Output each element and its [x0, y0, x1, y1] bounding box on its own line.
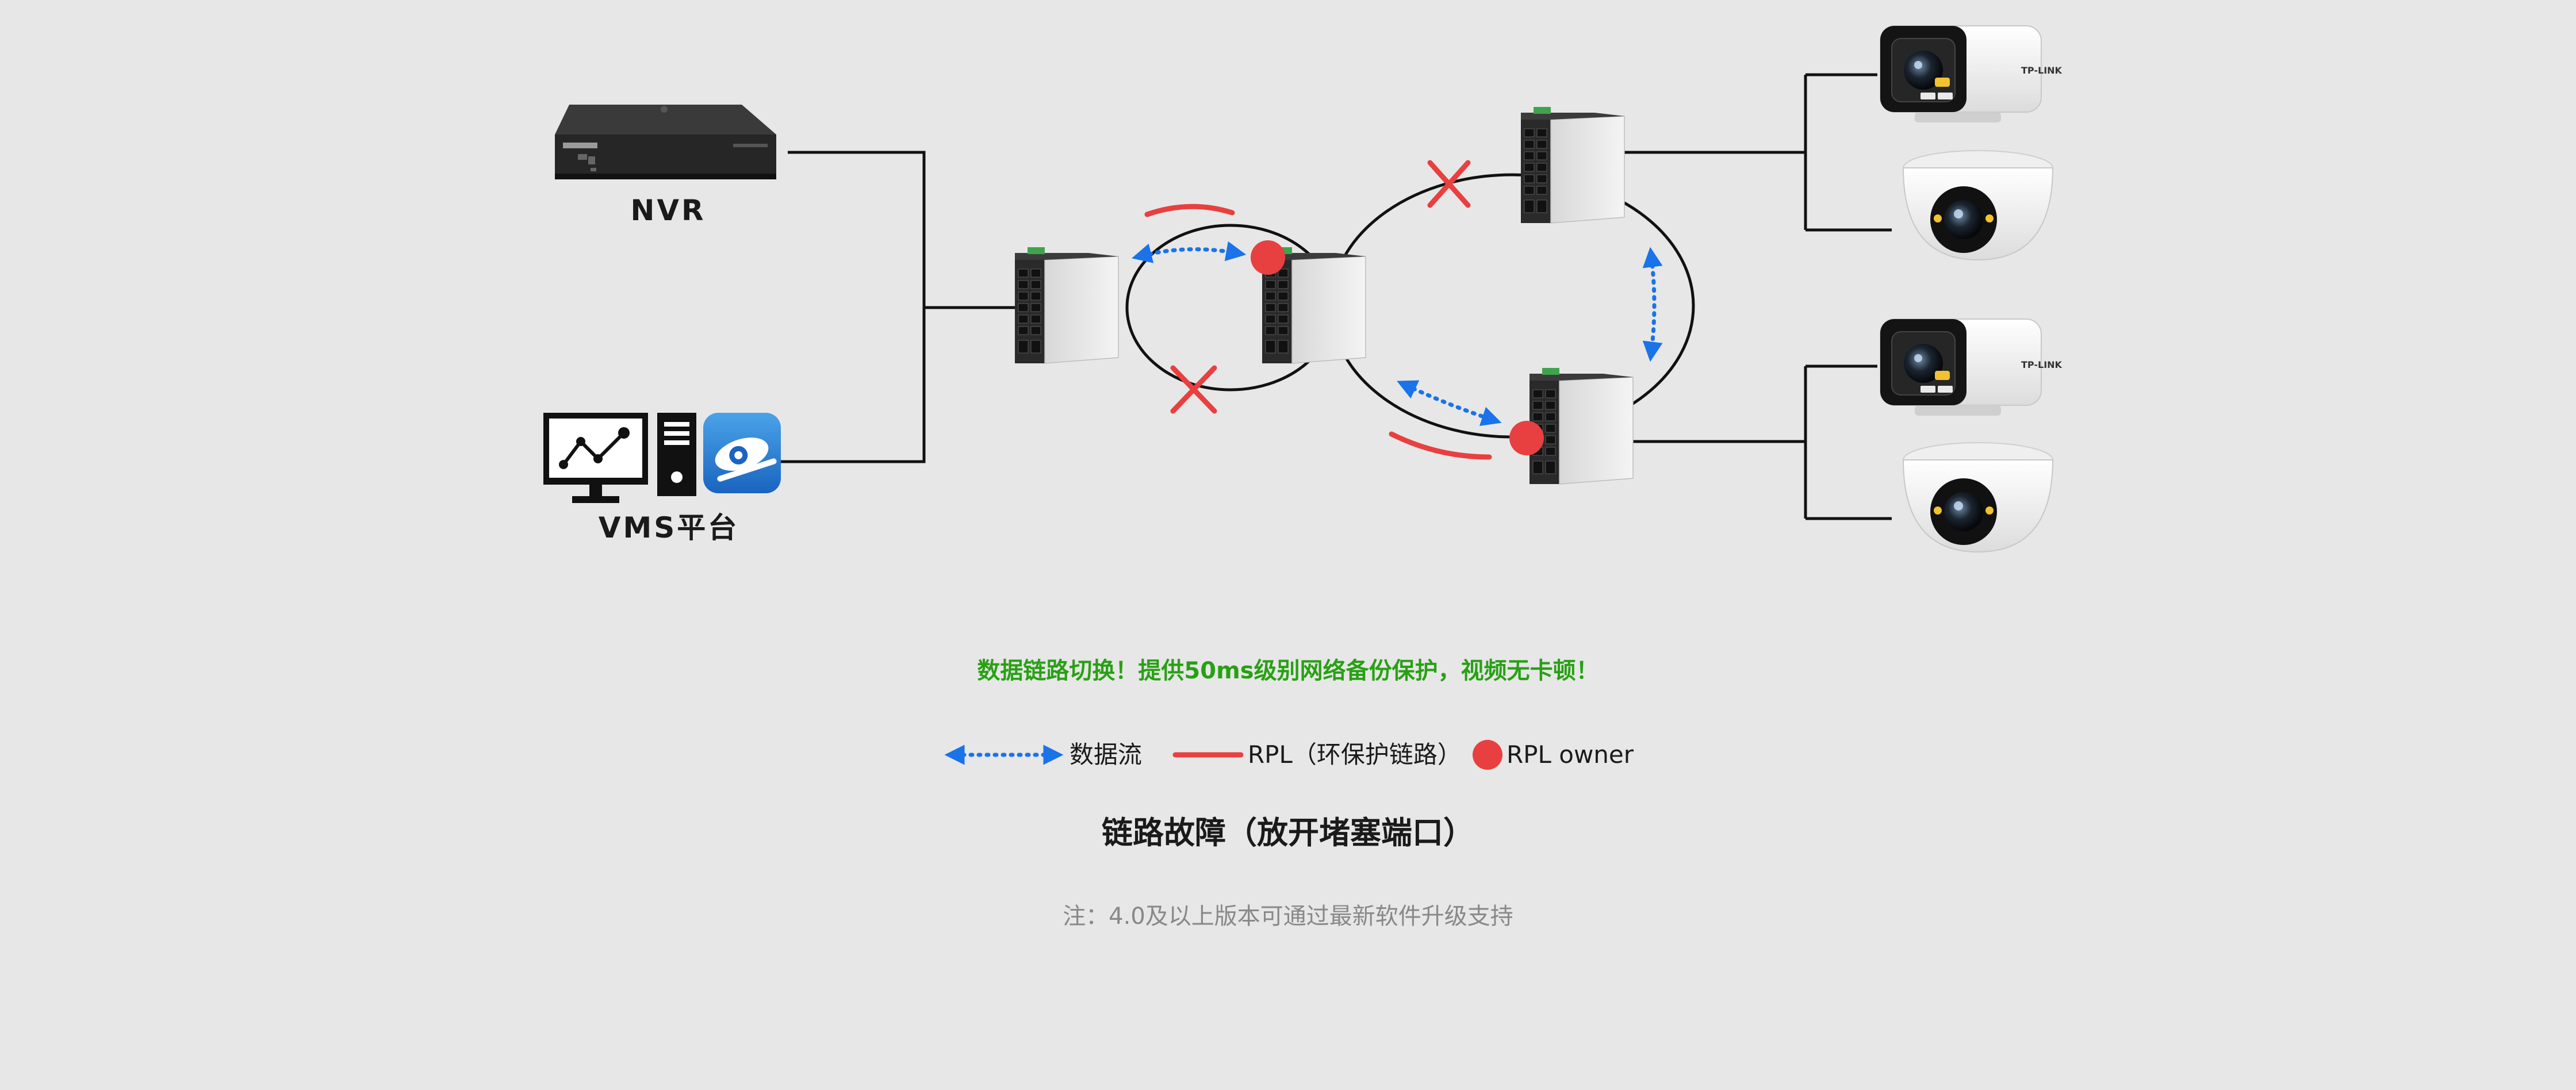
- legend-data-flow-label: 数据流: [1070, 740, 1142, 769]
- legend-rpl-owner-swatch: [1473, 740, 1502, 770]
- legend: 数据流 RPL（环保护链路） RPL owner: [944, 740, 1634, 770]
- nvr-recorder-icon: [555, 105, 776, 179]
- bottom-cameras-link: [1627, 364, 1892, 520]
- vms-link: [776, 308, 926, 463]
- nvr-link: [788, 151, 1018, 309]
- nvr-label: NVR: [630, 194, 706, 227]
- data-flow-arrows: [1132, 241, 1663, 427]
- camera-brand-label: TP-LINK: [2021, 65, 2063, 76]
- rpl-arc-right: [1389, 431, 1492, 460]
- data-flow-arrow: [1642, 247, 1663, 362]
- dome-camera-icon: [1903, 442, 2053, 552]
- legend-rpl-owner-label: RPL owner: [1506, 740, 1634, 769]
- bullet-camera-icon: [1880, 318, 2042, 416]
- industrial-switch-icon: [1014, 247, 1119, 364]
- diagram-caption: 链路故障（放开堵塞端口）: [1102, 815, 1474, 851]
- bullet-camera-icon: [1880, 25, 2042, 123]
- legend-rpl-label: RPL（环保护链路）: [1248, 740, 1462, 769]
- rpl-arc-left: [1144, 204, 1235, 217]
- vms-label: VMS平台: [599, 511, 739, 544]
- dome-camera-icon: [1903, 150, 2053, 260]
- link-fault-x-icon: [1170, 365, 1217, 414]
- industrial-switch-icon: [1520, 106, 1625, 224]
- industrial-switch-icon: [1529, 367, 1634, 485]
- camera-brand-label: TP-LINK: [2021, 359, 2063, 370]
- link-fault-x-icon: [1427, 160, 1471, 208]
- headline: 数据链路切换！提供50ms级别网络备份保护，视频无卡顿！: [977, 658, 1598, 684]
- data-flow-arrow: [1132, 241, 1247, 263]
- right-ring-link: [1329, 173, 1695, 439]
- rpl-links: [1144, 204, 1492, 460]
- top-cameras-link: [1621, 73, 1892, 232]
- wiring: [776, 73, 1892, 520]
- rpl-owner-dot-icon: [1251, 240, 1285, 275]
- vms-workstation-icon: [543, 413, 781, 503]
- data-flow-arrow: [1397, 380, 1502, 427]
- footnote: 注：4.0及以上版本可通过最新软件升级支持: [1063, 903, 1513, 930]
- rpl-owner-dot-icon: [1509, 421, 1544, 455]
